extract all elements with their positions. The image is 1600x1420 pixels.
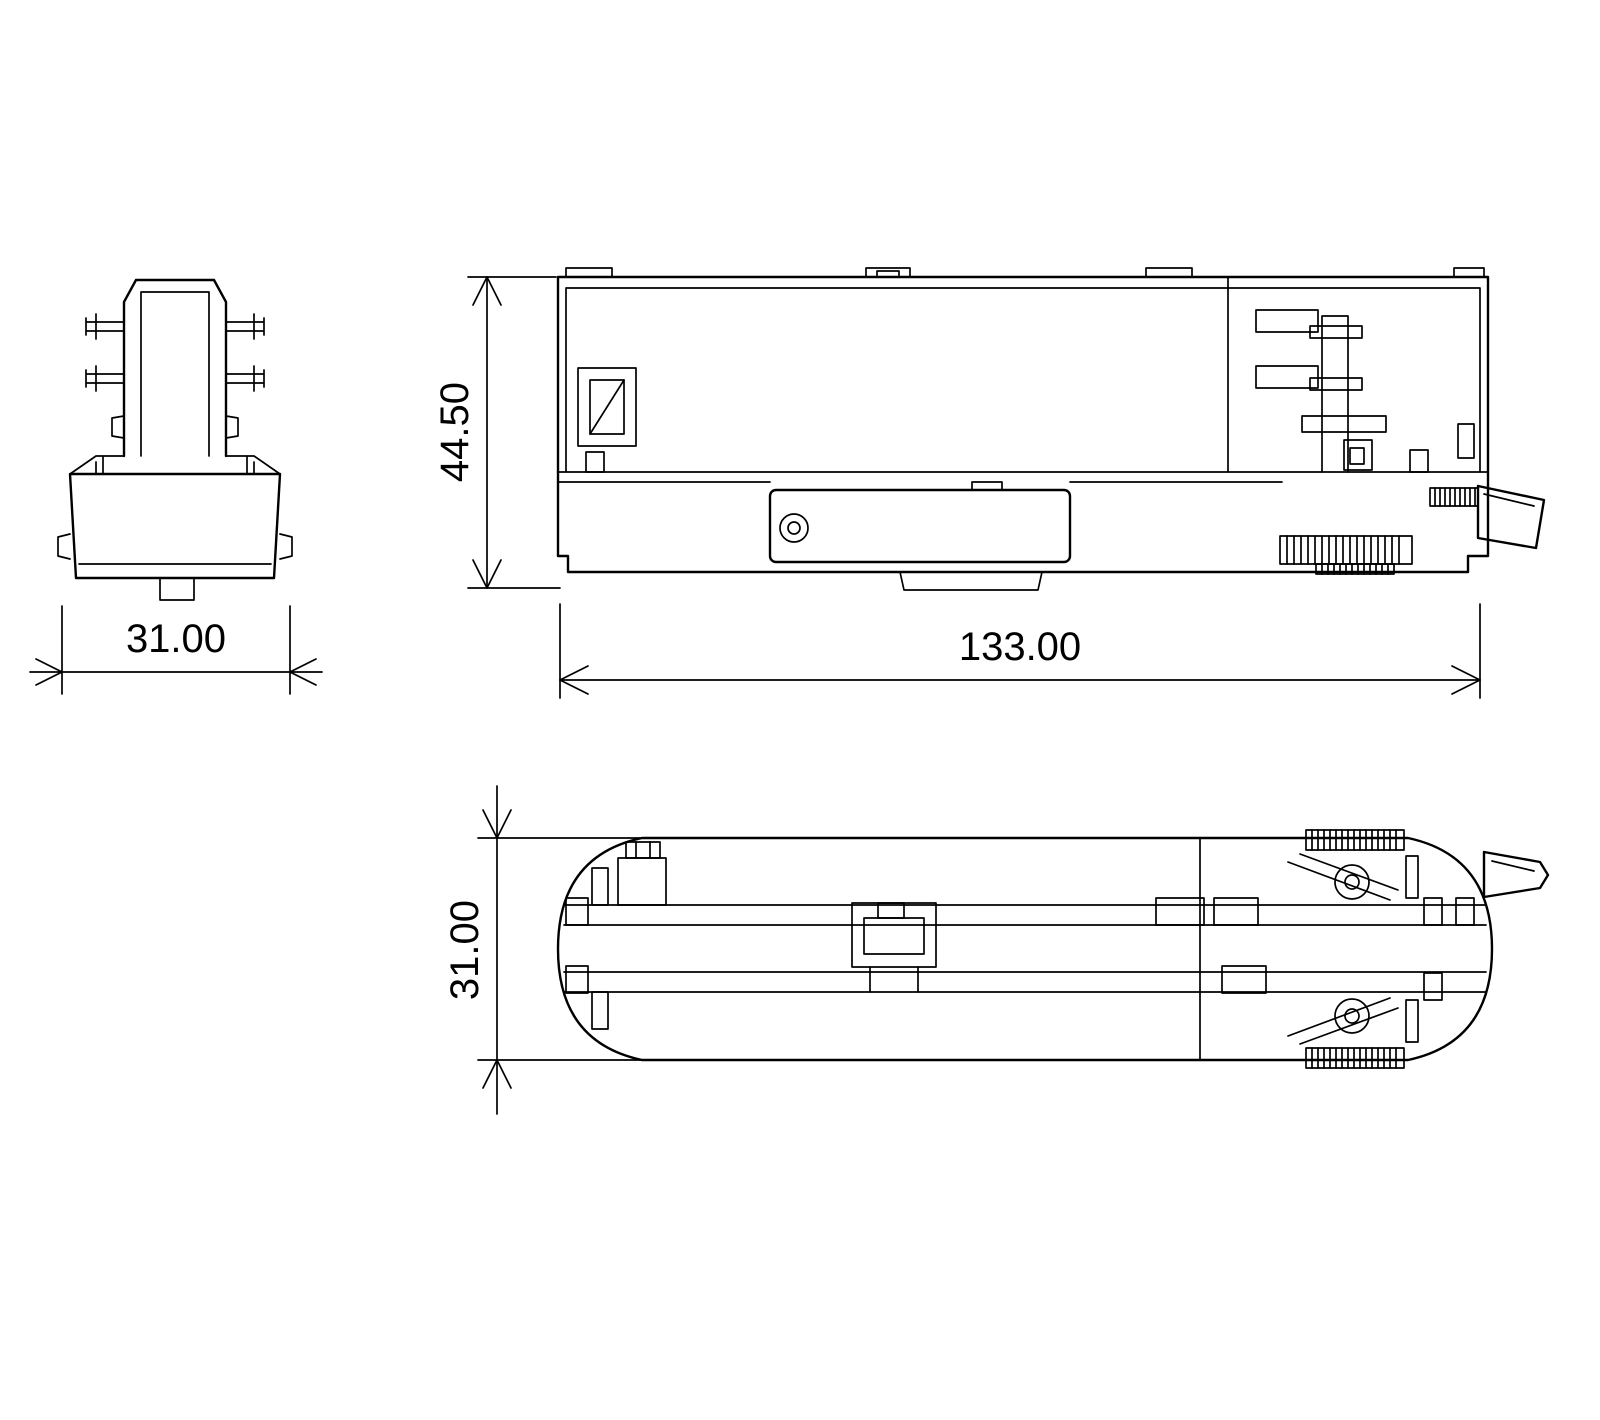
dim-front-width: 31.00 [29, 605, 323, 695]
front-view-side-nubs [111, 415, 239, 439]
front-view-pins-left [85, 313, 125, 392]
top-view-pin-top [1405, 855, 1419, 899]
side-view-latch-lever-inner [1483, 493, 1535, 507]
side-view-rod-band-3 [1301, 415, 1387, 433]
side-view-screw-inner [787, 521, 801, 535]
side-view-contact-pin-2 [1255, 365, 1319, 389]
side-view-top-tab-2-inner [876, 270, 900, 278]
top-view-left-component [617, 857, 667, 906]
side-view-rod-band-2 [1309, 377, 1363, 391]
dim-side-height-label: 44.50 [433, 382, 477, 482]
side-view [556, 267, 1546, 591]
side-view-contact-rod [1321, 315, 1349, 473]
dim-front-width-arrows [35, 658, 317, 686]
top-view-lever-diagonals [1287, 853, 1399, 1045]
side-view-top-tab-4 [1453, 267, 1485, 278]
dim-top-width: 31.00 [443, 785, 643, 1115]
side-view-top-tab-1 [565, 267, 613, 278]
side-view-left-foot [585, 451, 605, 473]
top-view-right-end-block-3 [1423, 972, 1443, 1001]
side-view-screw-outer [779, 513, 809, 543]
side-view-outline [556, 275, 1490, 574]
top-view-right-block-1 [1155, 897, 1205, 926]
side-view-top-tab-3 [1145, 267, 1193, 278]
side-view-central-block [768, 488, 1072, 564]
top-view-left-slot-bottom [591, 991, 609, 1030]
top-view-pivot-top-outer [1334, 864, 1370, 900]
top-view-latch-pointer [1482, 850, 1550, 899]
side-view-top-tab-2 [865, 267, 911, 278]
side-view-rod-band-1 [1309, 325, 1363, 339]
dim-side-height-extension-lines [467, 276, 561, 589]
top-view-left-end-block-bottom [565, 965, 589, 994]
top-view-left-knob-ticks [635, 841, 651, 859]
top-view-right-end-block-1 [1423, 897, 1443, 926]
dim-front-width-label: 31.00 [126, 617, 226, 661]
top-view-left-knob [625, 841, 661, 859]
top-view-right-block-2 [1213, 897, 1259, 926]
front-view-side-tabs [57, 533, 293, 560]
dim-side-height: 44.50 [433, 276, 561, 589]
side-view-bottom-tab [899, 571, 1043, 591]
side-view-latch-lever [1476, 484, 1546, 550]
front-view-bottom-tab [159, 577, 195, 601]
side-view-right-bump [1409, 449, 1429, 473]
front-view-column-outline [122, 278, 228, 458]
front-view-column-inner [140, 291, 210, 457]
top-view-pivot-top-inner [1344, 874, 1360, 890]
top-view-latch-pointer-inner [1491, 860, 1535, 872]
side-view-knurl-teeth [1286, 535, 1400, 565]
side-view-switch-box [1343, 439, 1373, 471]
side-view-left-bracket [577, 367, 637, 447]
top-view-pivot-bottom-outer [1334, 998, 1370, 1034]
top-view-knurl-top-teeth [1311, 829, 1397, 851]
top-view-outline [556, 836, 1494, 1062]
top-view-center-clip-inner [863, 917, 925, 955]
dim-top-width-label: 31.00 [443, 900, 487, 1000]
side-view-inner-structure [557, 276, 1489, 483]
top-view [556, 829, 1550, 1069]
top-view-right-end-block-2 [1455, 897, 1475, 926]
dim-front-width-extension-lines [61, 605, 291, 695]
top-view-knurl-top [1305, 829, 1405, 851]
dim-side-length-extension-lines [559, 603, 1481, 699]
side-view-left-bracket-diagonal [589, 379, 625, 435]
top-view-knurl-bottom-teeth [1311, 1047, 1397, 1069]
dim-side-length-arrows [559, 665, 1481, 695]
top-view-center-clip-legs [869, 966, 919, 993]
front-view [57, 278, 293, 601]
front-view-pins-right [225, 313, 265, 392]
front-view-shoulders [69, 455, 281, 475]
top-view-center-clip-notch [877, 902, 905, 919]
side-view-block-notch [971, 481, 1003, 491]
dim-top-width-extension-lines [477, 837, 643, 1061]
front-view-base-outline [68, 472, 282, 580]
side-view-right-slot [1457, 423, 1475, 459]
side-view-latch-grip-hatch [1434, 487, 1476, 507]
top-view-left-end-block-top [565, 897, 589, 926]
dim-top-width-arrows [482, 809, 512, 1089]
side-view-contact-pin-1 [1255, 309, 1319, 333]
side-view-sub-knurl [1315, 563, 1395, 575]
top-view-left-slot-top [591, 867, 609, 906]
top-view-rail-lines [563, 904, 1487, 993]
top-view-pin-bottom [1405, 999, 1419, 1043]
side-view-switch-box-inner [1349, 447, 1365, 465]
dim-side-length: 133.00 [559, 603, 1481, 699]
top-view-knurl-bottom [1305, 1047, 1405, 1069]
side-view-sub-knurl-teeth [1321, 563, 1389, 575]
dim-side-length-label: 133.00 [959, 625, 1081, 669]
top-view-pivot-bottom-inner [1344, 1008, 1360, 1024]
dim-side-height-arrows [472, 276, 502, 589]
side-view-left-bracket-inner [589, 379, 625, 435]
top-view-right-block-3 [1221, 965, 1267, 994]
